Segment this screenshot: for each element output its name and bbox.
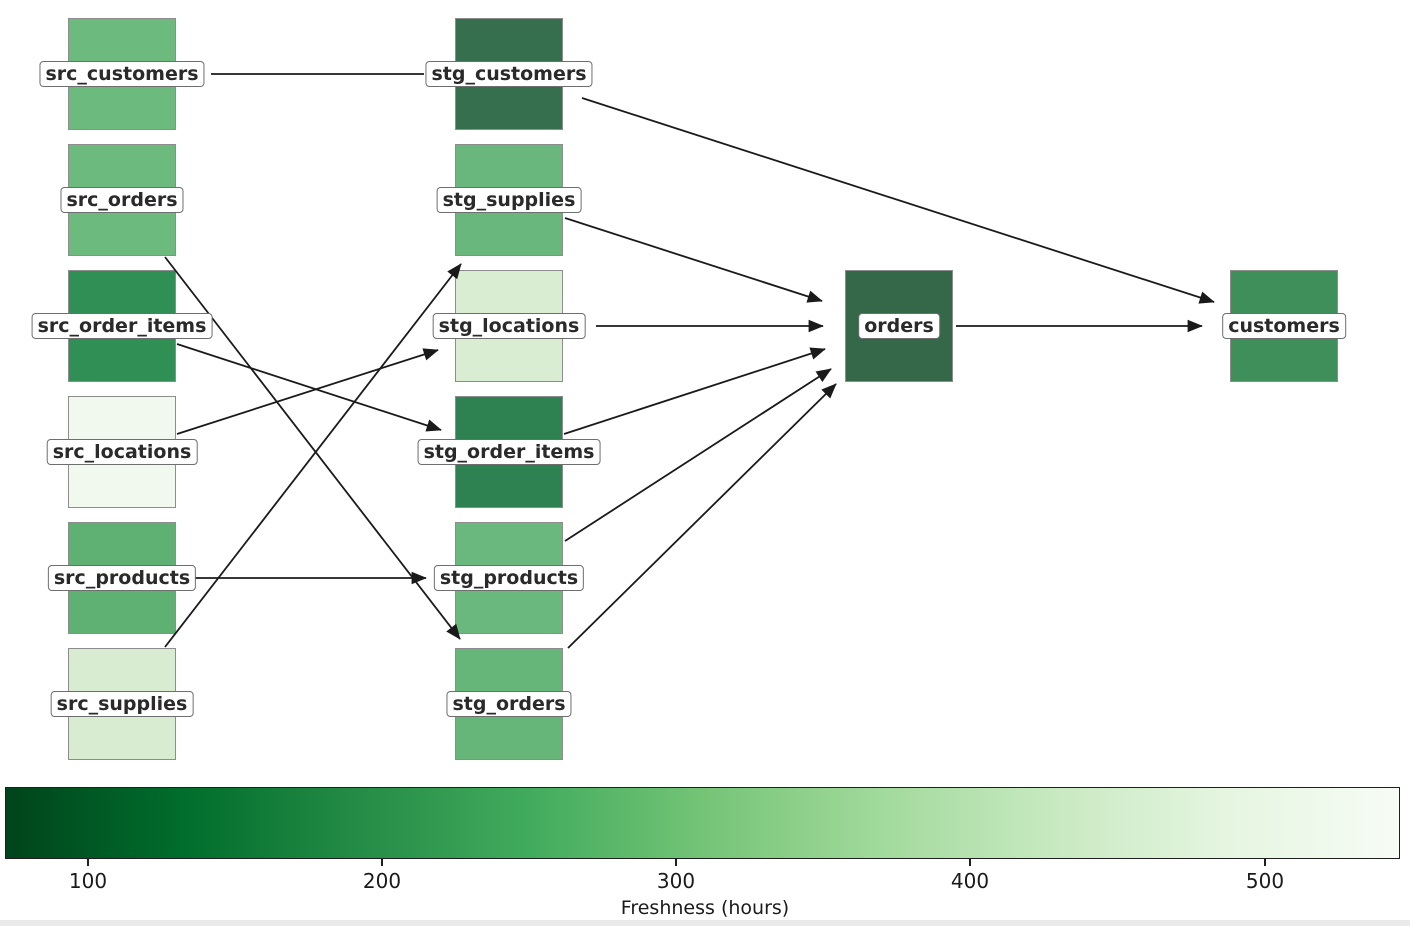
node-label-stg_orders: stg_orders xyxy=(446,691,572,717)
edge-src_supplies-to-stg_supplies xyxy=(164,263,462,648)
colorbar-ticklabel-500: 500 xyxy=(1245,869,1285,893)
node-label-src_supplies: src_supplies xyxy=(50,691,194,717)
node-label-src_locations: src_locations xyxy=(46,439,198,465)
node-label-stg_locations: stg_locations xyxy=(432,313,586,339)
edge-src_locations-to-stg_locations xyxy=(176,348,439,435)
colorbar-tick-100 xyxy=(87,859,89,866)
node-label-orders: orders xyxy=(858,313,940,339)
edge-stg_products-to-orders xyxy=(564,368,832,542)
colorbar-tick-400 xyxy=(969,859,971,866)
node-label-stg_customers: stg_customers xyxy=(425,61,593,87)
colorbar-tick-200 xyxy=(381,859,383,866)
edge-stg_customers-to-customers xyxy=(581,97,1215,304)
edge-stg_supplies-to-orders xyxy=(564,217,823,303)
node-label-customers: customers xyxy=(1222,313,1346,339)
node-label-stg_order_items: stg_order_items xyxy=(417,439,601,465)
colorbar-tick-500 xyxy=(1264,859,1266,866)
node-label-src_customers: src_customers xyxy=(39,61,205,87)
edge-src_orders-to-stg_orders xyxy=(164,256,461,640)
colorbar-tick-300 xyxy=(675,859,677,866)
node-label-src_products: src_products xyxy=(47,565,197,591)
edge-stg_order_items-to-orders xyxy=(563,347,826,435)
node-label-stg_products: stg_products xyxy=(433,565,585,591)
colorbar-title: Freshness (hours) xyxy=(620,897,790,919)
colorbar-ticklabel-300: 300 xyxy=(656,869,696,893)
edge-stg_orders-to-orders xyxy=(567,383,837,649)
freshness-colorbar xyxy=(5,787,1400,859)
node-label-src_order_items: src_order_items xyxy=(31,313,213,339)
bottom-strip xyxy=(0,920,1410,926)
node-label-stg_supplies: stg_supplies xyxy=(436,187,582,213)
edge-src_order_items-to-stg_order_items xyxy=(176,343,442,432)
colorbar-ticklabel-400: 400 xyxy=(950,869,990,893)
node-label-src_orders: src_orders xyxy=(60,187,184,213)
colorbar-ticklabel-200: 200 xyxy=(362,869,402,893)
colorbar-ticklabel-100: 100 xyxy=(68,869,108,893)
